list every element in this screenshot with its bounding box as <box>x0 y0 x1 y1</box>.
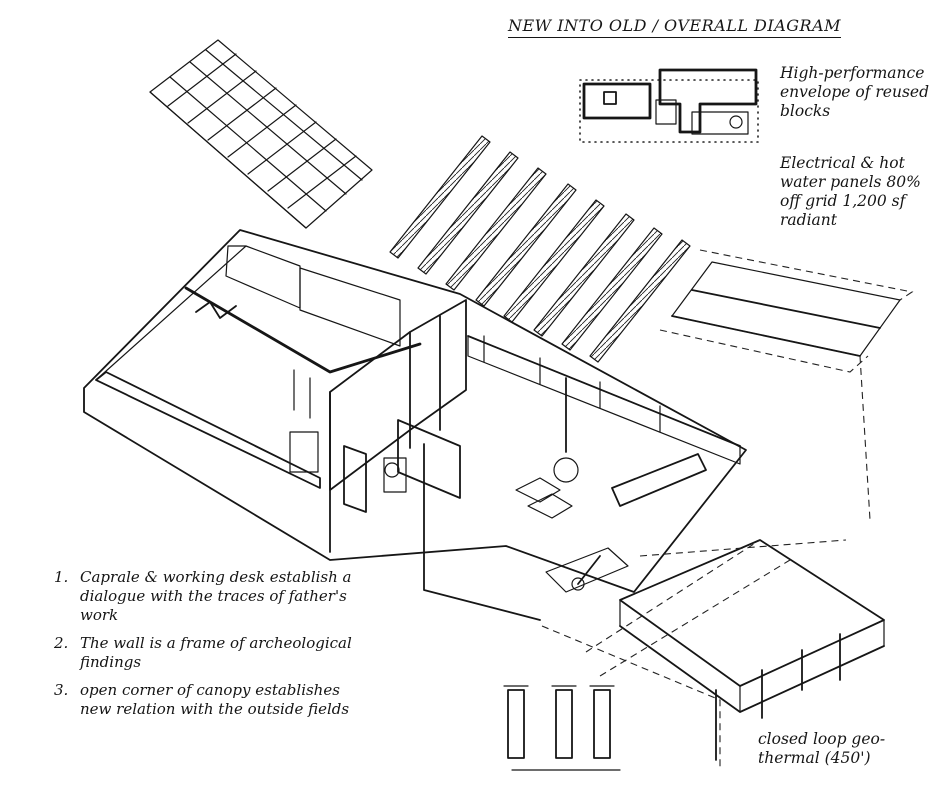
plan-thumbnail <box>579 68 759 143</box>
note-item-1: 1. Caprale & working desk establish a di… <box>54 568 354 625</box>
diagram-title: NEW INTO OLD / OVERALL DIAGRAM <box>508 16 842 38</box>
energy-note: Electrical & hot water panels 80% off gr… <box>780 154 921 229</box>
canopy-truss-grid <box>149 39 373 229</box>
note-number: 2. <box>54 634 69 652</box>
geothermal-loops <box>503 685 621 771</box>
note-text: Caprale & working desk establish a dialo… <box>80 568 352 624</box>
solar-panels <box>659 249 914 521</box>
geothermal-note: closed loop geo-thermal (450') <box>758 730 886 767</box>
deck-structure <box>541 539 885 770</box>
note-item-3: 3. open corner of canopy establishes new… <box>54 681 354 719</box>
note-number: 3. <box>54 681 69 699</box>
note-text: open corner of canopy establishes new re… <box>80 681 350 718</box>
note-item-2: 2. The wall is a frame of archeological … <box>54 634 354 672</box>
note-text: The wall is a frame of archeological fin… <box>80 634 352 671</box>
note-number: 1. <box>54 568 69 586</box>
roof-trusses <box>389 135 691 363</box>
envelope-note: High-performance envelope of reused bloc… <box>780 64 930 120</box>
main-building <box>83 229 747 621</box>
numbered-notes: 1. Caprale & working desk establish a di… <box>54 568 354 728</box>
